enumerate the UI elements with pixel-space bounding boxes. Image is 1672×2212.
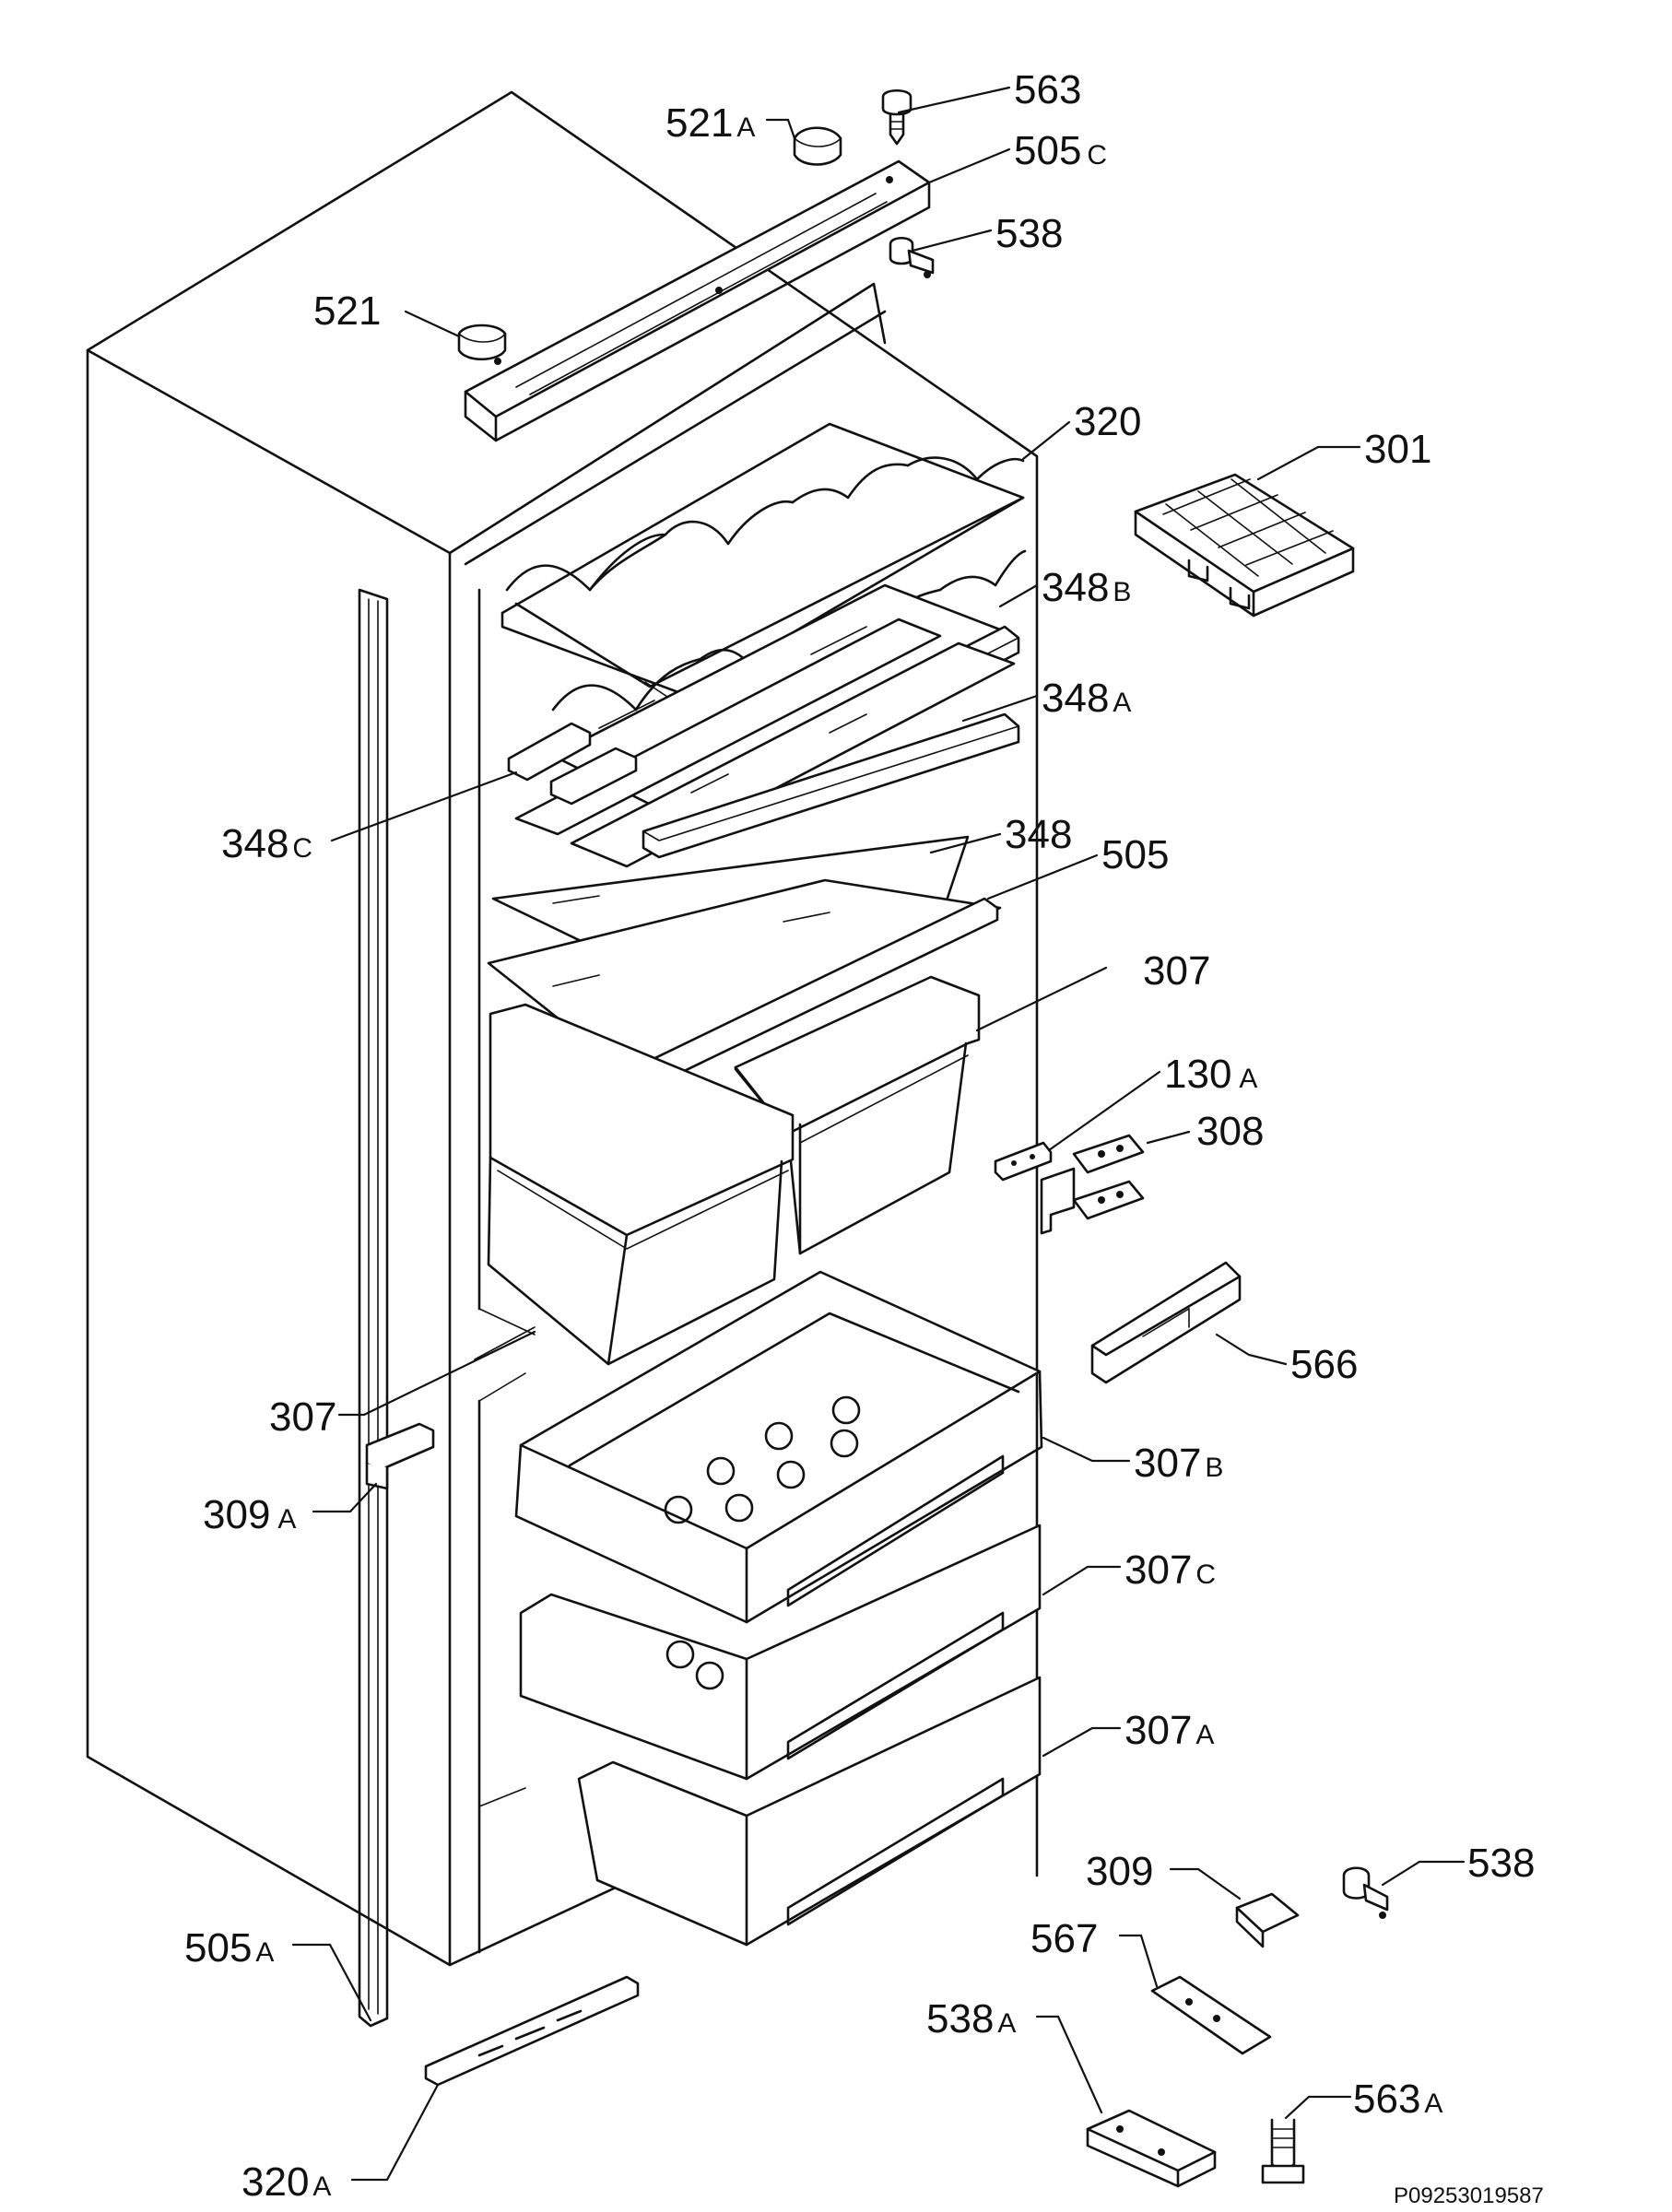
mount-130a <box>994 1141 1053 1182</box>
shelf-glides-348c <box>507 722 638 806</box>
divider-566 <box>1090 1261 1242 1384</box>
crisper-drawer-307-left <box>487 1003 795 1366</box>
label-538-top: 538 <box>995 211 1063 256</box>
label-567: 567 <box>1030 1916 1098 1961</box>
label-538-bottom: 538 <box>1467 1841 1535 1886</box>
hinge-cover-bar-505c <box>464 159 931 442</box>
door-gasket-505a <box>358 588 389 2028</box>
freezer-drawer-307b <box>514 1270 1043 1624</box>
label-309: 309 <box>1086 1849 1153 1894</box>
hinge-538-bottom <box>1342 1866 1389 1919</box>
cover-cap-521a <box>793 126 842 166</box>
leader-lines <box>291 86 1466 2182</box>
label-348: 348 <box>1005 812 1072 857</box>
label-307-left: 307 <box>269 1394 336 1440</box>
label-563: 563 <box>1014 67 1081 112</box>
cover-cap-521 <box>457 324 507 360</box>
drawing-code: P09253019587 <box>1394 2183 1544 2208</box>
plate-567 <box>1150 1975 1272 2055</box>
glass-shelf-348a <box>514 618 1020 868</box>
holder-309a <box>365 1422 435 1490</box>
bracket-308 <box>1040 1134 1145 1235</box>
label-301: 301 <box>1364 427 1431 472</box>
label-320: 320 <box>1074 399 1141 444</box>
screw-563 <box>881 88 913 146</box>
rail-320a <box>424 1975 640 2087</box>
cover-309 <box>1235 1892 1300 1948</box>
label-505: 505 <box>1101 832 1169 877</box>
screw-563a <box>1261 2118 1305 2184</box>
freezer-drawer-307a <box>577 1676 1042 1947</box>
label-307-top: 307 <box>1143 948 1210 994</box>
label-566: 566 <box>1290 1342 1358 1387</box>
hinge-538-top <box>889 236 935 278</box>
hinge-538a <box>1086 2109 1217 2188</box>
freezer-drawer-307c <box>519 1524 1042 1781</box>
label-521: 521 <box>313 288 381 334</box>
label-308: 308 <box>1196 1109 1264 1154</box>
ice-tray-301 <box>1134 473 1355 618</box>
